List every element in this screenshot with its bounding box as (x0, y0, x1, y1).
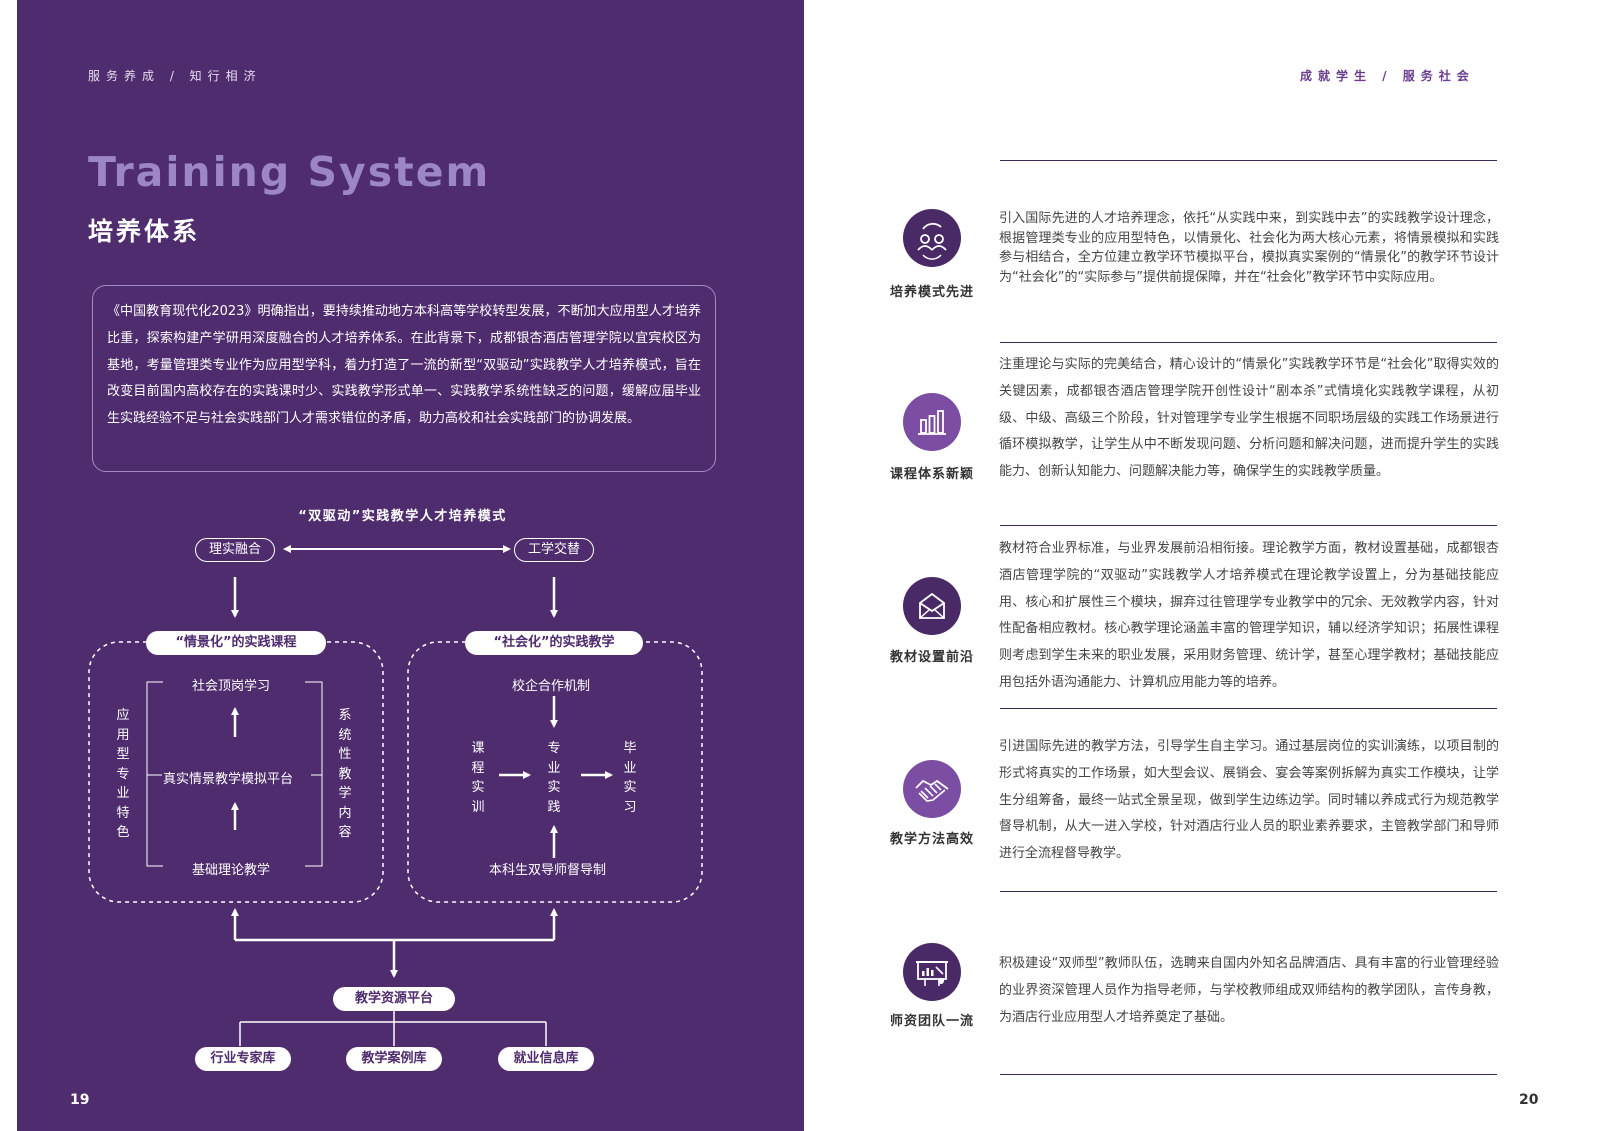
presentation-icon (903, 943, 961, 1001)
side-systematic-content: 系统性教学内容 (338, 708, 352, 840)
feature-label-1: 培养模式先进 (889, 285, 974, 300)
title-cn: 培养体系 (88, 217, 201, 246)
people-cycle-icon (903, 209, 961, 267)
left-page: 服务养成 / 知行相济 Training System 培养体系 《中国教育现代… (17, 0, 804, 1131)
handshake-icon (903, 760, 961, 818)
title-en: Training System (88, 148, 491, 196)
feature-text-3: 教材符合业界标准，与业界发展前沿相衔接。理论教学方面，教材设置基础，成都银杏酒店… (999, 541, 1499, 690)
side-applied-feature: 应用型专业特色 (116, 708, 130, 840)
pill-theory-practice: 理实融合 (195, 538, 275, 562)
divider (1000, 708, 1497, 709)
right-header: 成就学生 / 服务社会 (1300, 69, 1475, 83)
page-number-right: 20 (1519, 1092, 1539, 1108)
pill-social-teaching: “社会化”的实践教学 (465, 631, 643, 655)
feature-text-4: 引进国际先进的教学方法，引导学生自主学习。通过基层岗位的实训演练，以项目制的形式… (999, 739, 1499, 862)
pill-work-study: 工学交替 (514, 538, 594, 562)
divider (1000, 525, 1497, 526)
feature-label-4: 教学方法高效 (889, 832, 974, 847)
graduation-internship: 毕业实习 (623, 741, 637, 815)
basic-theory: 基础理论教学 (192, 863, 271, 878)
diagram-title: “双驱动”实践教学人才培养模式 (298, 509, 507, 524)
intro-text: 《中国教育现代化2023》明确指出，要持续推动地方本科高等学校转型发展，不断加大… (107, 304, 701, 427)
feature-label-2: 课程体系新颖 (889, 467, 974, 482)
pill-resource-platform: 教学资源平台 (333, 987, 455, 1011)
professional-practice: 专业实践 (547, 741, 561, 815)
page-number-left: 19 (70, 1092, 90, 1108)
divider (1000, 891, 1497, 892)
divider (1000, 1074, 1497, 1075)
feature-text-2: 注重理论与实际的完美结合，精心设计的“情景化”实践教学环节是“社会化”取得实效的… (999, 357, 1499, 480)
social-internship: 社会顶岗学习 (192, 679, 271, 694)
left-header: 服务养成 / 知行相济 (88, 69, 262, 83)
school-enterprise: 校企合作机制 (512, 679, 591, 694)
feature-text-5: 积极建设“双师型”教师队伍，选聘来自国内外知名品牌酒店、具有丰富的行业管理经验的… (999, 956, 1499, 1025)
dual-tutor: 本科生双导师督导制 (489, 863, 607, 878)
training-diagram (88, 545, 703, 1046)
pill-library-case: 教学案例库 (346, 1047, 442, 1071)
pill-scenario-course: “情景化”的实践课程 (146, 631, 326, 655)
intro-box: 《中国教育现代化2023》明确指出，要持续推动地方本科高等学校转型发展，不断加大… (92, 285, 716, 472)
envelope-icon (903, 577, 961, 635)
divider (1000, 160, 1497, 161)
pill-library-employment: 就业信息库 (498, 1047, 594, 1071)
pill-library-expert: 行业专家库 (195, 1047, 291, 1071)
feature-label-3: 教材设置前沿 (889, 650, 974, 665)
divider (1000, 342, 1497, 343)
bar-chart-icon (903, 393, 961, 451)
feature-text-1: 引入国际先进的人才培养理念，依托“从实践中来，到实践中去”的实践教学设计理念，根… (999, 211, 1499, 285)
feature-label-5: 师资团队一流 (889, 1014, 974, 1029)
simulation-platform: 真实情景教学模拟平台 (163, 772, 294, 787)
course-training: 课程实训 (471, 741, 485, 815)
